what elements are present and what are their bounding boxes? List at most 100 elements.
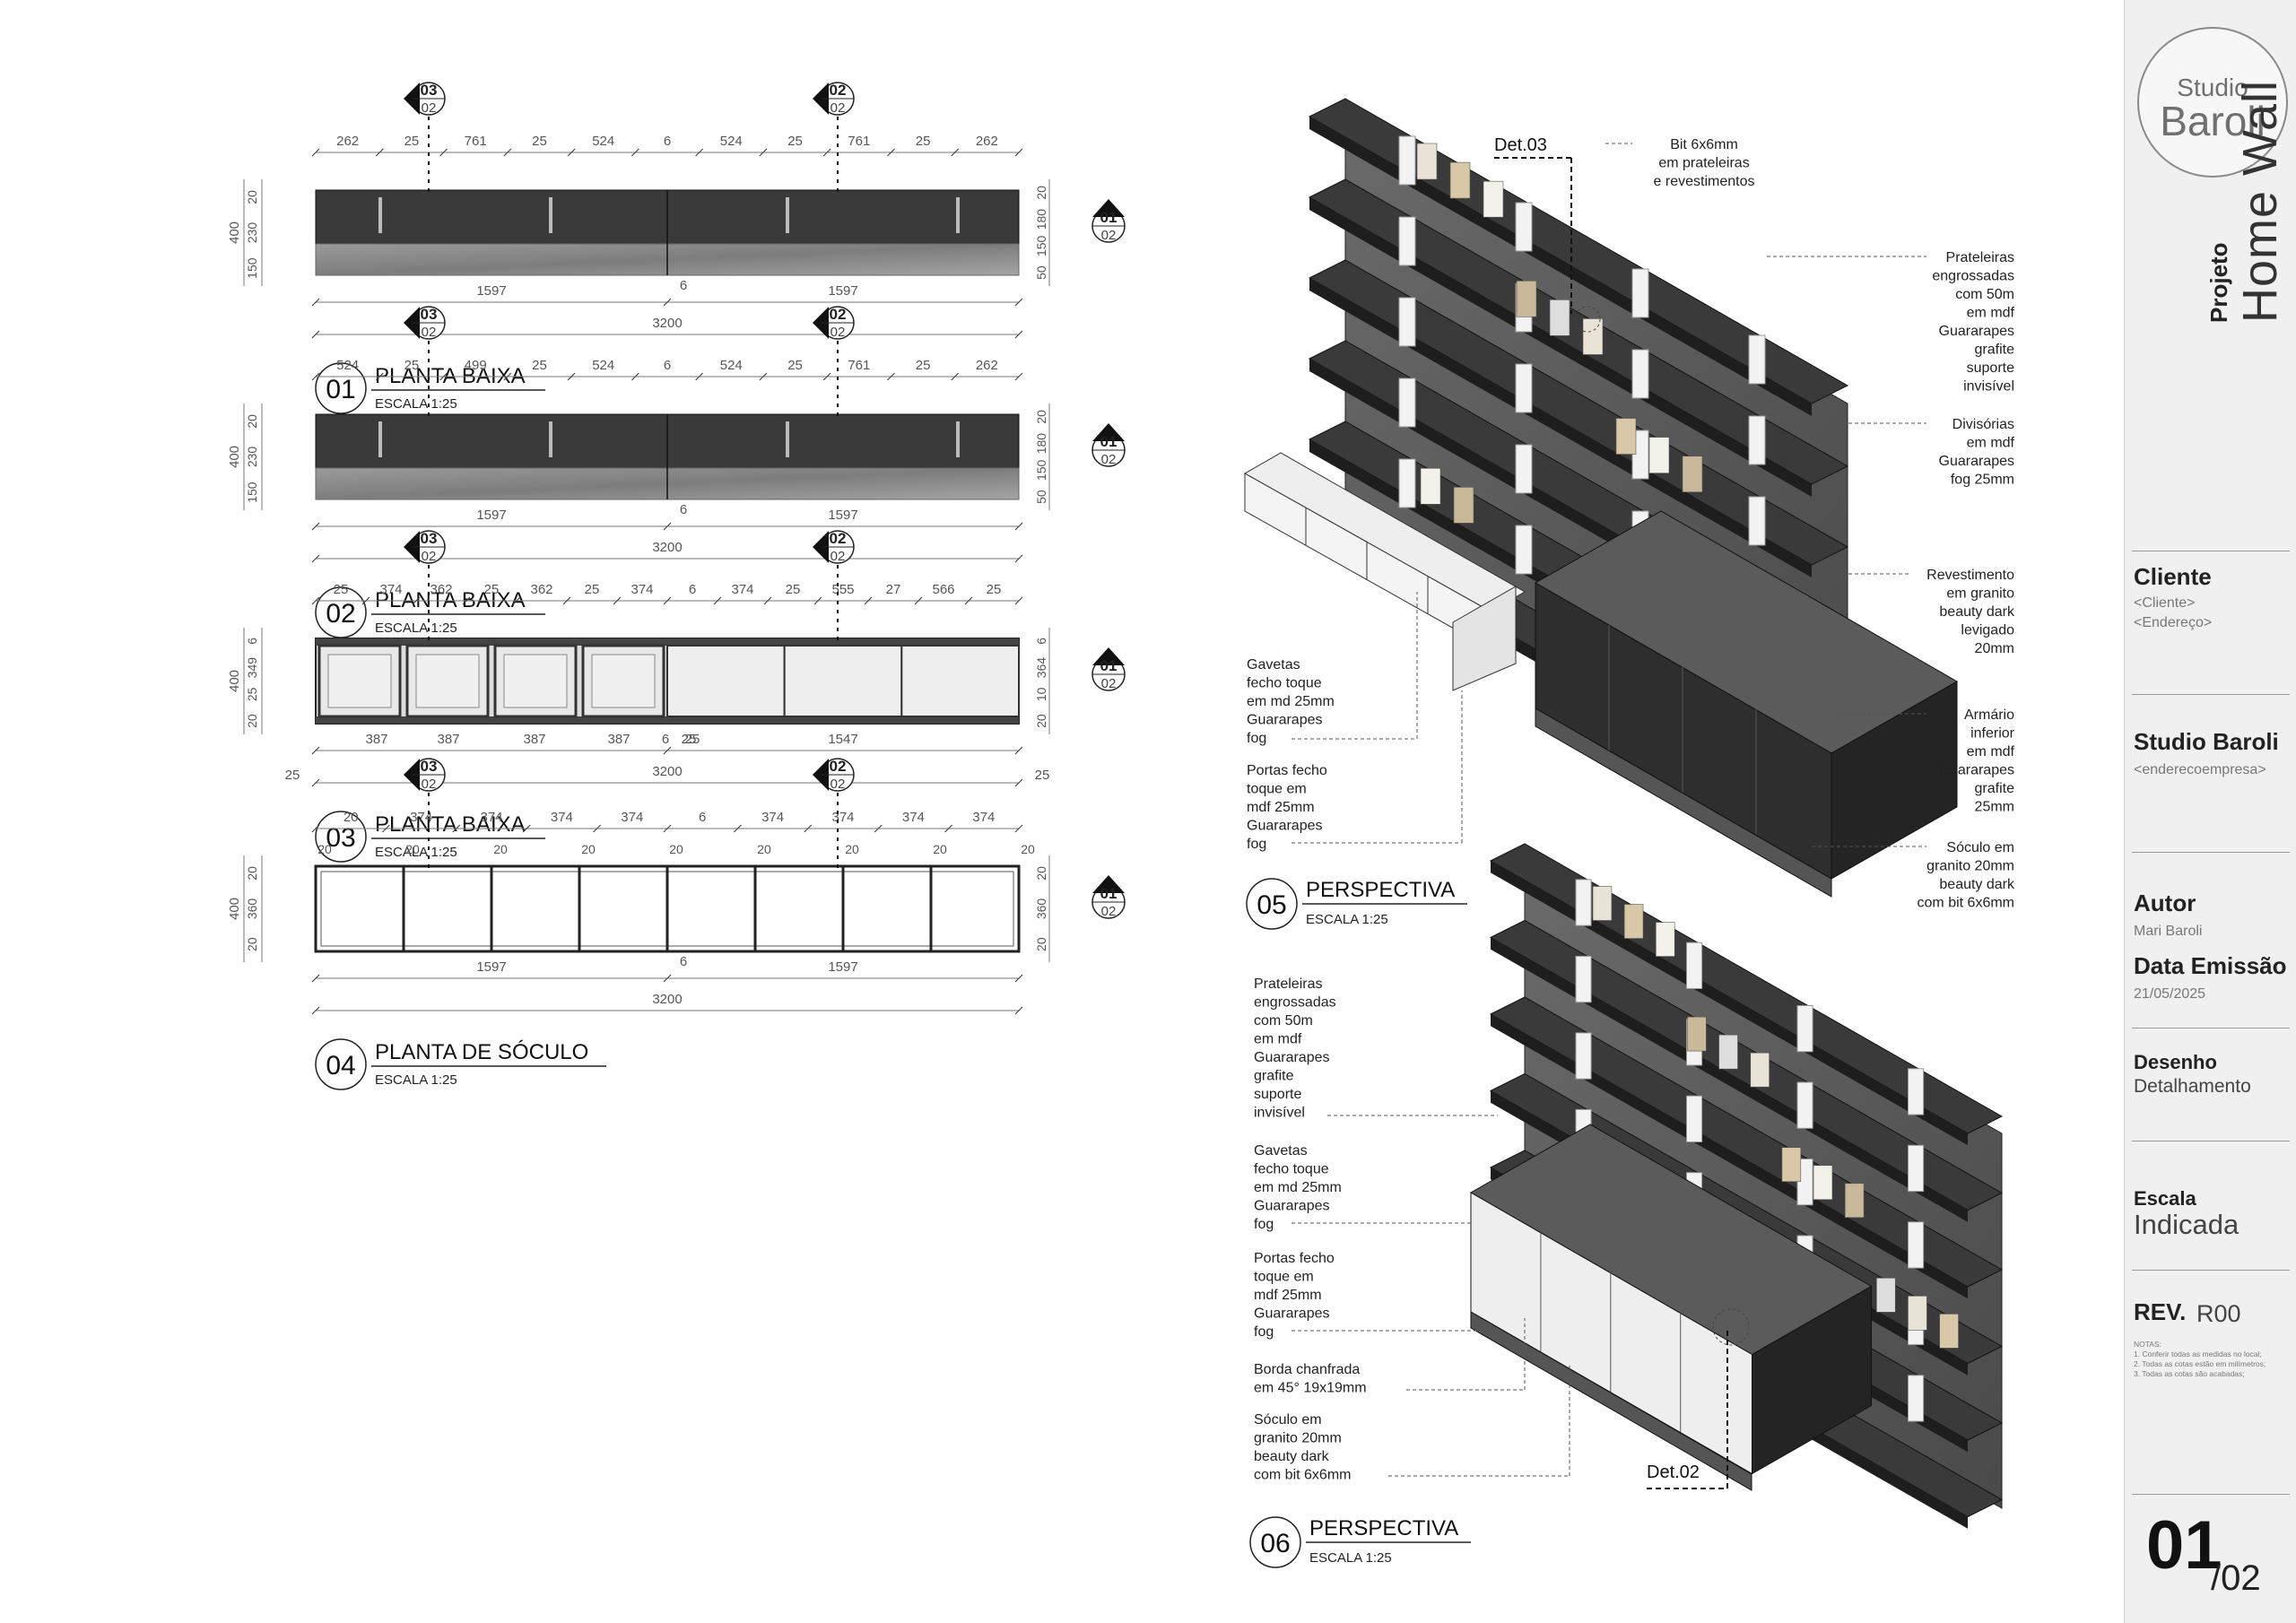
annotation-line: fog <box>1254 1217 1274 1232</box>
top-dimension: 374 <box>831 810 854 825</box>
line <box>613 596 622 605</box>
line <box>1014 974 1023 983</box>
bottom-dimension: 6 <box>680 954 687 969</box>
annotation-line: suporte <box>1967 360 2014 376</box>
line <box>1014 298 1023 307</box>
annotation-line: Revestimento <box>1926 568 2014 583</box>
shelf-edge <box>1309 278 1812 577</box>
annotation-line: beauty dark <box>1939 604 2015 620</box>
shelf-divider <box>1398 378 1416 428</box>
inner-dimension: 20 <box>933 842 947 856</box>
handle <box>378 421 382 457</box>
shelf-divider <box>1515 444 1533 494</box>
section-sheet: 02 <box>422 777 437 792</box>
line <box>522 824 531 833</box>
line <box>311 372 320 381</box>
drawer-panel <box>415 654 480 708</box>
bottom-dimension: 1597 <box>828 283 857 299</box>
line <box>567 372 576 381</box>
line <box>593 824 602 833</box>
line <box>695 372 704 381</box>
plinth <box>1535 707 1832 898</box>
section-number: 03 <box>421 306 438 323</box>
line <box>759 148 768 157</box>
top-dimension: 761 <box>465 134 487 149</box>
book <box>1682 456 1703 493</box>
annotation-line: fog <box>1247 731 1266 746</box>
top-dimension: 374 <box>621 810 643 825</box>
line <box>813 596 822 605</box>
left-dimension: 20 <box>245 414 259 429</box>
section-number: 01 <box>1100 657 1118 674</box>
right-dimension: 20 <box>1034 410 1048 424</box>
line <box>361 596 370 605</box>
top-dimension: 27 <box>886 582 901 597</box>
line <box>311 746 320 755</box>
shelf-divider <box>1398 458 1416 508</box>
annotation-line: grafite <box>1975 343 2015 358</box>
inner-dimension: 20 <box>1021 842 1035 856</box>
door-front <box>900 645 1020 717</box>
annotation-line: granito 20mm <box>1254 1431 1342 1446</box>
view-scale: ESCALA 1:25 <box>1309 1550 1392 1566</box>
line <box>663 746 672 755</box>
right-dimension: 364 <box>1034 657 1048 679</box>
view-number: 02 <box>326 599 355 629</box>
line <box>759 372 768 381</box>
inner-dimension: 20 <box>581 842 596 856</box>
line <box>914 596 923 605</box>
annotation-line: Bit 6x6mm <box>1670 137 1738 152</box>
top-dimension: 25 <box>916 358 931 373</box>
top-dimension: 6 <box>664 358 671 373</box>
company-address: <enderecoempresa> <box>2134 762 2266 777</box>
shelf-divider <box>1796 1005 1813 1053</box>
line <box>311 596 320 605</box>
door-front <box>783 645 903 717</box>
annotation-line: Guararapes <box>1254 1306 1330 1322</box>
detail-circle <box>1574 306 1601 333</box>
annotation-line: grafite <box>1254 1069 1294 1084</box>
total-dimension: 3200 <box>652 316 682 331</box>
left-dimension: 360 <box>245 898 259 920</box>
book <box>1516 280 1537 317</box>
inner-dimension: 20 <box>317 842 332 856</box>
bottom-dimension: 387 <box>437 732 459 747</box>
top-dimension: 25 <box>585 582 600 597</box>
shelf-edge <box>1309 117 1812 416</box>
annotation-line: fecho toque <box>1247 676 1322 691</box>
annotation-line: em granito <box>1946 586 2014 602</box>
detail-label: Det.03 <box>1494 135 1547 155</box>
company-name: Studio Baroli <box>2134 728 2279 755</box>
section-arrow <box>404 82 420 115</box>
line <box>733 824 742 833</box>
annotation-line: em 45° 19x19mm <box>1254 1381 1367 1396</box>
shelf-divider <box>1908 1221 1925 1269</box>
revision-value: R00 <box>2196 1300 2241 1327</box>
right-dimension: 180 <box>1034 209 1048 230</box>
client-address: <Endereço> <box>2134 615 2213 630</box>
line <box>381 824 390 833</box>
section-number: 03 <box>421 82 438 99</box>
line <box>375 372 384 381</box>
section-arrow <box>1092 647 1125 665</box>
line <box>944 824 953 833</box>
line <box>951 148 960 157</box>
annotation-line: Armário <box>1964 707 2014 723</box>
revision-label: REV. <box>2134 1298 2187 1325</box>
section-number: 01 <box>1100 209 1118 226</box>
right-dimension: 150 <box>1034 459 1048 481</box>
left-dimension: 230 <box>245 222 259 244</box>
view-scale: ESCALA 1:25 <box>375 621 457 636</box>
shelf-divider <box>1515 525 1533 575</box>
shelf-edge <box>1309 197 1812 497</box>
shelf-edge <box>1491 1014 1968 1299</box>
shelf-divider <box>1575 1032 1592 1080</box>
line <box>503 372 512 381</box>
book <box>1844 1183 1865 1219</box>
